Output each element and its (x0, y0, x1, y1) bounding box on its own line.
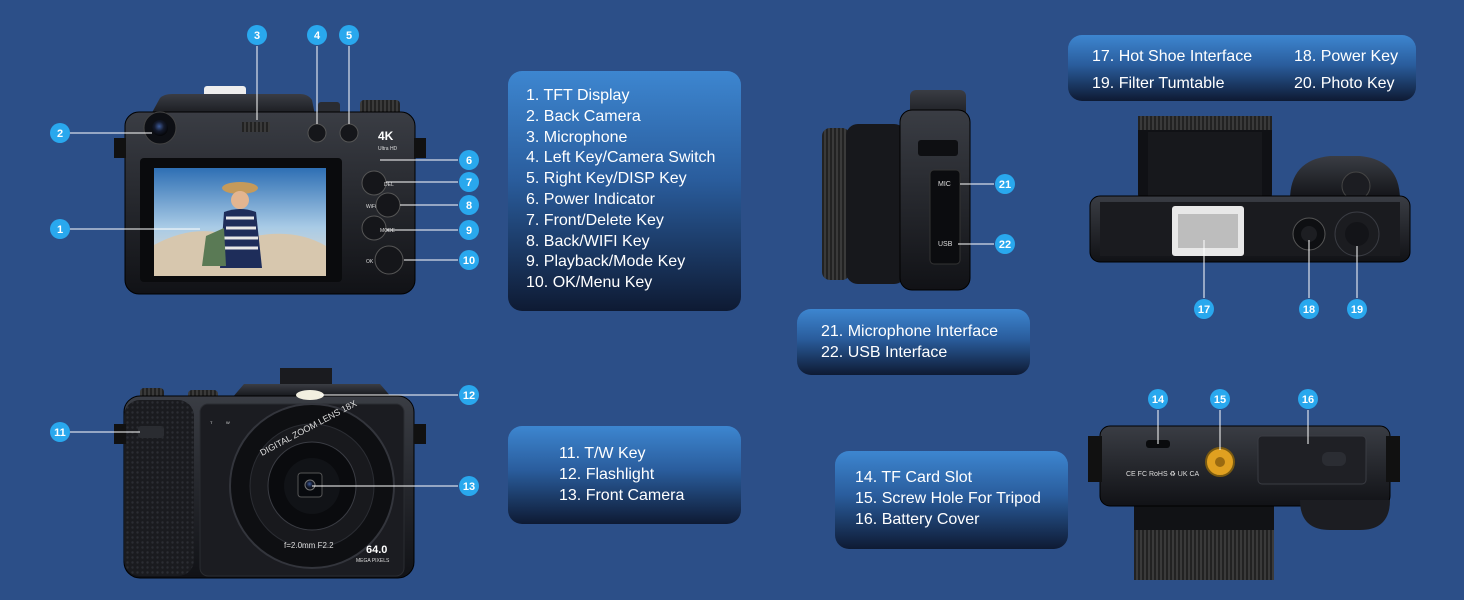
badge-7: 7 (459, 172, 479, 192)
rear-legend-panel: 1. TFT Display 2. Back Camera 3. Microph… (508, 71, 741, 311)
badge-1-text: 1 (57, 224, 63, 236)
badge-14: 14 (1148, 389, 1168, 409)
badges: 1 2 3 4 5 6 7 8 9 10 11 12 13 14 15 16 1… (50, 25, 1367, 496)
legend-item: 17. Hot Shoe Interface (1092, 48, 1253, 65)
badge-18-text: 18 (1303, 304, 1315, 316)
legend-item: 12. Flashlight (559, 465, 655, 483)
badge-16: 16 (1298, 389, 1318, 409)
legend-item: 8. Back/WIFI Key (526, 232, 650, 250)
legend-item: 4. Left Key/Camera Switch (526, 149, 716, 167)
badge-10: 10 (459, 250, 479, 270)
legend-item: 14. TF Card Slot (855, 469, 973, 486)
megapixel-label: MEGA PIXELS (356, 558, 390, 564)
front-legend-panel: 11. T/W Key 12. Flashlight 13. Front Cam… (508, 426, 741, 524)
badge-15-text: 15 (1214, 394, 1226, 406)
badge-5: 5 (339, 25, 359, 45)
badge-16-text: 16 (1302, 394, 1314, 406)
badge-10-text: 10 (463, 255, 475, 267)
legend-item: 3. Microphone (526, 128, 628, 146)
megapixel-value: 64.0 (366, 544, 387, 556)
legend-item: 1. TFT Display (526, 87, 630, 104)
legend-item: 2. Back Camera (526, 107, 641, 125)
badge-17: 17 (1194, 299, 1214, 319)
legend-item: 7. Front/Delete Key (526, 211, 664, 229)
badge-22: 22 (995, 234, 1015, 254)
badge-1: 1 (50, 219, 70, 239)
aperture-label: f=2.0mm F2.2 (284, 541, 334, 550)
badge-5-text: 5 (346, 30, 352, 42)
badge-19: 19 (1347, 299, 1367, 319)
legend-item: 6. Power Indicator (526, 190, 655, 208)
badge-6-text: 6 (466, 155, 472, 167)
badge-13: 13 (459, 476, 479, 496)
badge-17-text: 17 (1198, 304, 1210, 316)
badge-3-text: 3 (254, 30, 260, 42)
res-4k-label: 4K (378, 129, 394, 143)
legend-item: 20. Photo Key (1294, 75, 1395, 92)
badge-22-text: 22 (999, 239, 1011, 251)
badge-15: 15 (1210, 389, 1230, 409)
leader-lines (62, 46, 1358, 487)
legend-item: 11. T/W Key (559, 445, 646, 462)
legend-item: 16. Battery Cover (855, 510, 980, 528)
badge-3: 3 (247, 25, 267, 45)
cert-marks: CE FC RoHS ♻ UK CA (1126, 471, 1200, 478)
badge-12-text: 12 (463, 390, 475, 402)
badge-6: 6 (459, 150, 479, 170)
badge-11: 11 (50, 422, 70, 442)
ultra-hd-label: Ultra HD (378, 146, 398, 152)
badge-9-text: 9 (466, 225, 472, 237)
badge-18: 18 (1299, 299, 1319, 319)
badge-2: 2 (50, 123, 70, 143)
badge-4-text: 4 (314, 30, 321, 42)
tw-w-label: W (226, 420, 230, 425)
front-camera: T W DIGITAL ZOOM LENS 18X f=2.0mm F2.2 6… (114, 368, 426, 579)
btn-mode-label: MODE (380, 228, 396, 234)
legend-item: 18. Power Key (1294, 48, 1399, 65)
badge-9: 9 (459, 220, 479, 240)
top-legend-panel: 17. Hot Shoe Interface 18. Power Key 19.… (1068, 35, 1416, 101)
port-mic-label: MIC (938, 181, 951, 188)
btn-del-label: DEL (384, 182, 394, 188)
badge-11-text: 11 (54, 427, 66, 439)
btn-ok-label: OK (366, 259, 374, 265)
badge-2-text: 2 (57, 128, 63, 140)
port-usb-label: USB (938, 241, 953, 248)
badge-19-text: 19 (1351, 304, 1363, 316)
rear-camera: 4K Ultra HD DEL WiFi MODE OK (114, 86, 426, 295)
top-view-camera (1089, 116, 1411, 263)
legend-item: 5. Right Key/DISP Key (526, 170, 687, 188)
legend-item: 19. Filter Tumtable (1092, 75, 1225, 92)
badge-7-text: 7 (466, 177, 472, 189)
tw-t-label: T (210, 420, 213, 425)
bottom-legend-panel: 14. TF Card Slot 15. Screw Hole For Trip… (835, 451, 1068, 549)
badge-21: 21 (995, 174, 1015, 194)
bottom-view-camera: CE FC RoHS ♻ UK CA (1088, 425, 1400, 580)
side-camera: MIC USB (822, 90, 971, 291)
side-legend-panel: 21. Microphone Interface 22. USB Interfa… (797, 309, 1030, 375)
btn-wifi-label: WiFi (366, 204, 376, 210)
legend-item: 9. Playback/Mode Key (526, 253, 686, 271)
badge-12: 12 (459, 385, 479, 405)
badge-8-text: 8 (466, 200, 472, 212)
badge-8: 8 (459, 195, 479, 215)
badge-14-text: 14 (1152, 394, 1165, 406)
badge-4: 4 (307, 25, 327, 45)
badge-13-text: 13 (463, 481, 475, 493)
legend-item: 15. Screw Hole For Tripod (855, 489, 1041, 507)
badge-21-text: 21 (999, 179, 1011, 191)
legend-item: 21. Microphone Interface (821, 323, 998, 340)
legend-item: 10. OK/Menu Key (526, 274, 653, 292)
legend-item: 22. USB Interface (821, 343, 948, 361)
legend-item: 13. Front Camera (559, 486, 685, 504)
